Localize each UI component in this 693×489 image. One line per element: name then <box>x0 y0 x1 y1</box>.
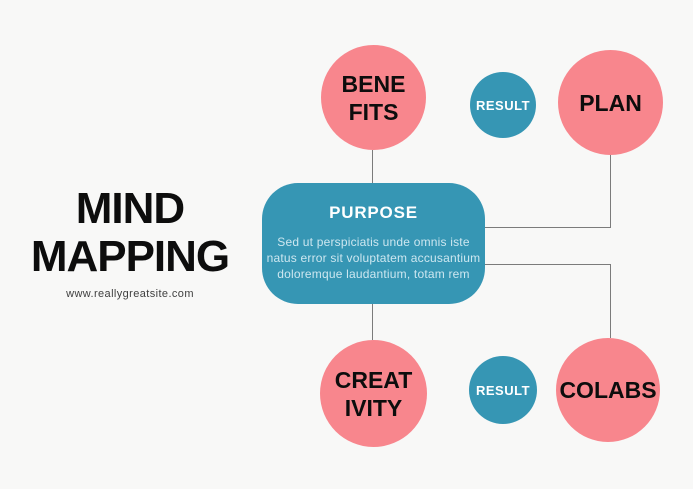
brand-block: MIND MAPPING www.reallygreatsite.com <box>18 185 242 301</box>
node-benefits: BENE FITS <box>321 45 426 150</box>
node-result-top-label: RESULT <box>475 97 531 113</box>
purpose-node: PURPOSE Sed ut perspiciatis unde omnis i… <box>262 183 485 304</box>
node-creativity: CREAT IVITY <box>320 340 427 447</box>
node-result-bottom-label: RESULT <box>475 382 531 398</box>
connector-benefits-purpose <box>372 150 373 183</box>
website-url: www.reallygreatsite.com <box>66 288 194 300</box>
node-colabs: COLABS <box>556 338 660 442</box>
purpose-body-line-3: doloremque laudantium, totam rem <box>277 267 470 281</box>
connector-plan-purpose-horizontal <box>485 227 611 228</box>
connector-purpose-creativity <box>372 304 373 340</box>
node-colabs-label: COLABS <box>559 377 657 403</box>
node-creativity-label-line-2: IVITY <box>344 394 403 421</box>
page-title: MIND MAPPING <box>18 185 242 281</box>
page-title-line-2: MAPPING <box>30 232 230 281</box>
purpose-body-line-1: Sed ut perspiciatis unde omnis iste <box>277 235 470 249</box>
node-result-top: RESULT <box>470 72 536 138</box>
node-result-bottom: RESULT <box>469 356 537 424</box>
purpose-body-line-2: natus error sit voluptatem accusantium <box>266 251 481 265</box>
purpose-title: PURPOSE <box>329 203 418 222</box>
purpose-body: Sed ut perspiciatis unde omnis iste natu… <box>262 234 485 282</box>
node-creativity-label-line-1: CREAT <box>334 366 413 393</box>
page-title-line-1: MIND <box>75 184 185 233</box>
connector-plan-purpose-vertical <box>610 155 611 227</box>
node-plan-label: PLAN <box>579 89 642 116</box>
connector-purpose-colabs-vertical <box>610 264 611 338</box>
node-benefits-label-line-2: FITS <box>348 98 399 125</box>
connector-purpose-colabs-horizontal <box>485 264 611 265</box>
node-plan: PLAN <box>558 50 663 155</box>
node-benefits-label-line-1: BENE <box>341 70 406 97</box>
